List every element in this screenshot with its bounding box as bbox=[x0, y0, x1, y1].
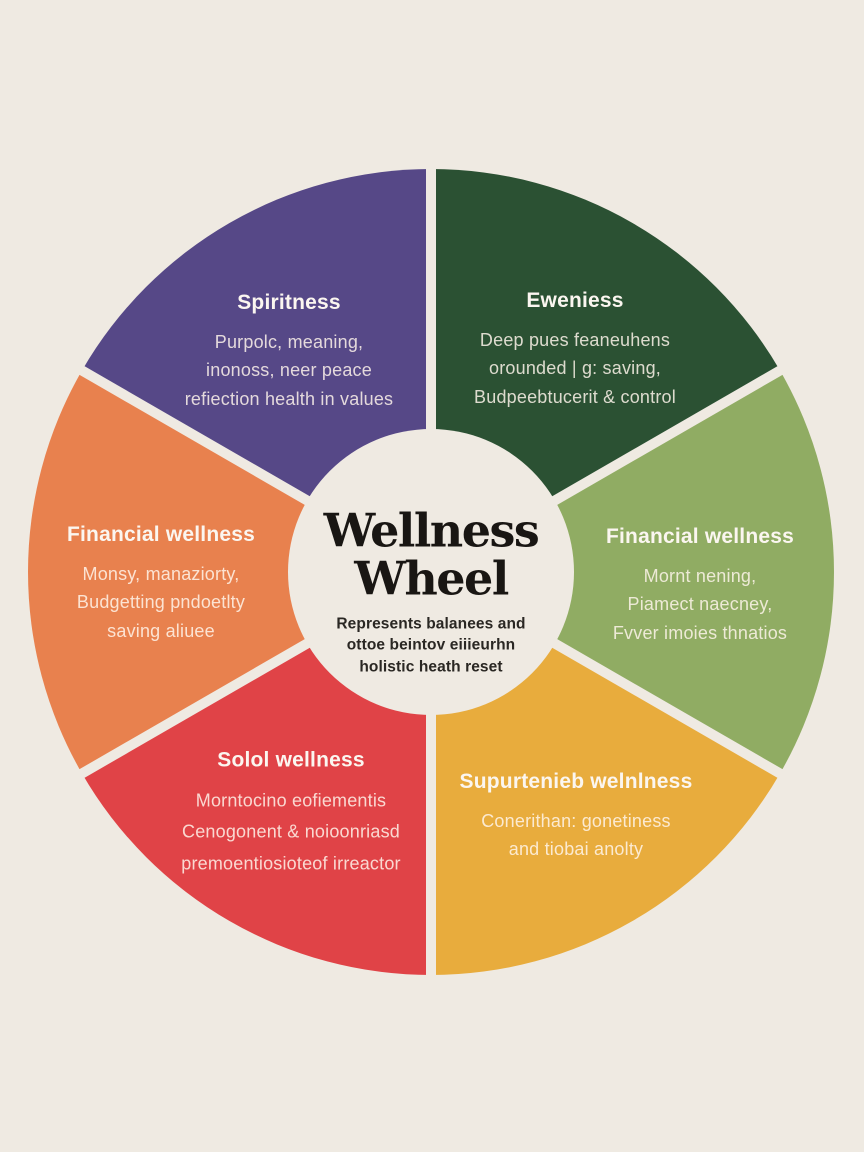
segment-financial-left-wedge bbox=[28, 370, 431, 774]
center-hub bbox=[288, 429, 574, 715]
segment-financial-right-wedge bbox=[431, 370, 834, 774]
